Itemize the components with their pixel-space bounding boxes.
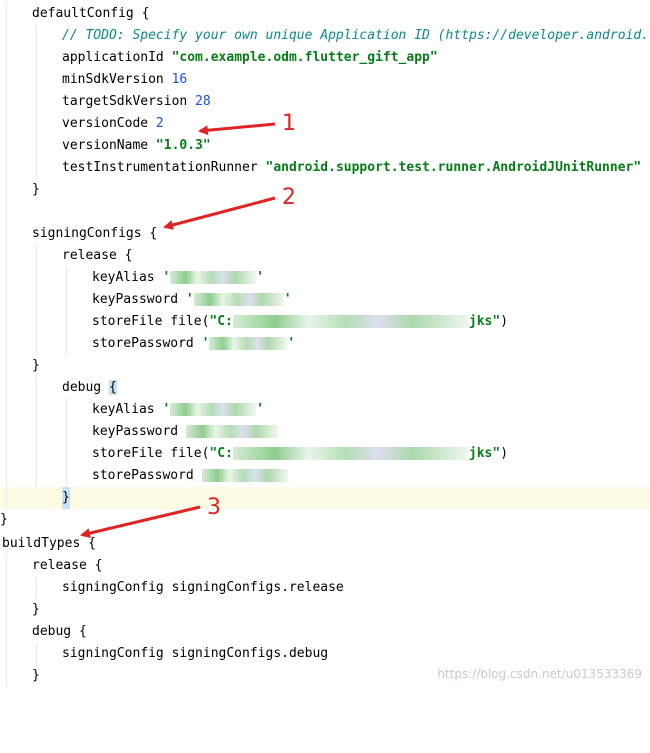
code-line-debug-close-current: } (0, 487, 650, 509)
code-line-close-default-config: } (0, 179, 650, 201)
redacted-value (170, 271, 257, 284)
code-line-version-code: versionCode 2 (0, 113, 650, 135)
code-line-min-sdk: minSdkVersion 16 (0, 69, 650, 91)
code-line-test-runner: testInstrumentationRunner "android.suppo… (0, 157, 650, 179)
code-line-default-config: defaultConfig { (0, 3, 650, 25)
code-line-release-open: release { (0, 245, 650, 267)
code-line-todo-comment: // TODO: Specify your own unique Applica… (0, 25, 650, 47)
code-line-target-sdk: targetSdkVersion 28 (0, 91, 650, 113)
code-line-debug-store-file: storeFile file("C:jks") (0, 443, 650, 465)
annotation-2: 2 (282, 185, 296, 210)
code-line-build-types: buildTypes { (2, 536, 96, 551)
code-line-debug-key-password: keyPassword (0, 421, 650, 443)
annotation-arrows (80, 122, 276, 539)
code-line-release-close: } (0, 355, 650, 377)
code-line-debug-key-alias: keyAlias '' (0, 399, 650, 421)
redacted-value (209, 337, 288, 350)
redacted-value (232, 447, 469, 460)
watermark: https://blog.csdn.net/u013533369 (437, 667, 642, 681)
code-line-release-store-password: storePassword '' (0, 333, 650, 355)
code-line-signing-configs-close: } (0, 512, 8, 527)
redacted-value (201, 469, 288, 482)
code-line-bt-release-signing: signingConfig signingConfigs.release (0, 577, 650, 599)
code-line-version-name: versionName "1.0.3" (0, 135, 650, 157)
code-line-bt-debug-signing: signingConfig signingConfigs.debug (0, 643, 650, 665)
code-line-bt-debug-open: debug { (0, 621, 650, 643)
annotation-3: 3 (207, 495, 221, 520)
code-line-release-store-file: storeFile file("C:jks") (0, 311, 650, 333)
code-line-release-key-alias: keyAlias '' (0, 267, 650, 289)
arrow-3 (80, 505, 201, 539)
code-line-release-key-password: keyPassword '' (0, 289, 650, 311)
code-line-bt-release-open: release { (0, 555, 650, 577)
matched-brace: { (108, 380, 117, 395)
code-line-signing-configs: signingConfigs { (0, 223, 650, 245)
redacted-value (232, 315, 469, 328)
arrow-1 (198, 122, 276, 136)
code-editor[interactable]: defaultConfig { // TODO: Specify your ow… (0, 0, 650, 687)
code-line-bt-release-close: } (0, 599, 650, 621)
redacted-value (170, 403, 257, 416)
redacted-value (193, 293, 284, 306)
code-line-application-id: applicationId "com.example.odm.flutter_g… (0, 47, 650, 69)
code-line-debug-open: debug { (0, 377, 650, 399)
code-line-debug-store-password: storePassword (0, 465, 650, 487)
matched-brace: } (62, 487, 70, 509)
annotation-1: 1 (282, 111, 296, 136)
code-line-blank (0, 201, 650, 223)
code-line-bt-debug-close: } (0, 665, 650, 687)
arrow-2 (163, 196, 276, 230)
redacted-value (185, 425, 278, 438)
